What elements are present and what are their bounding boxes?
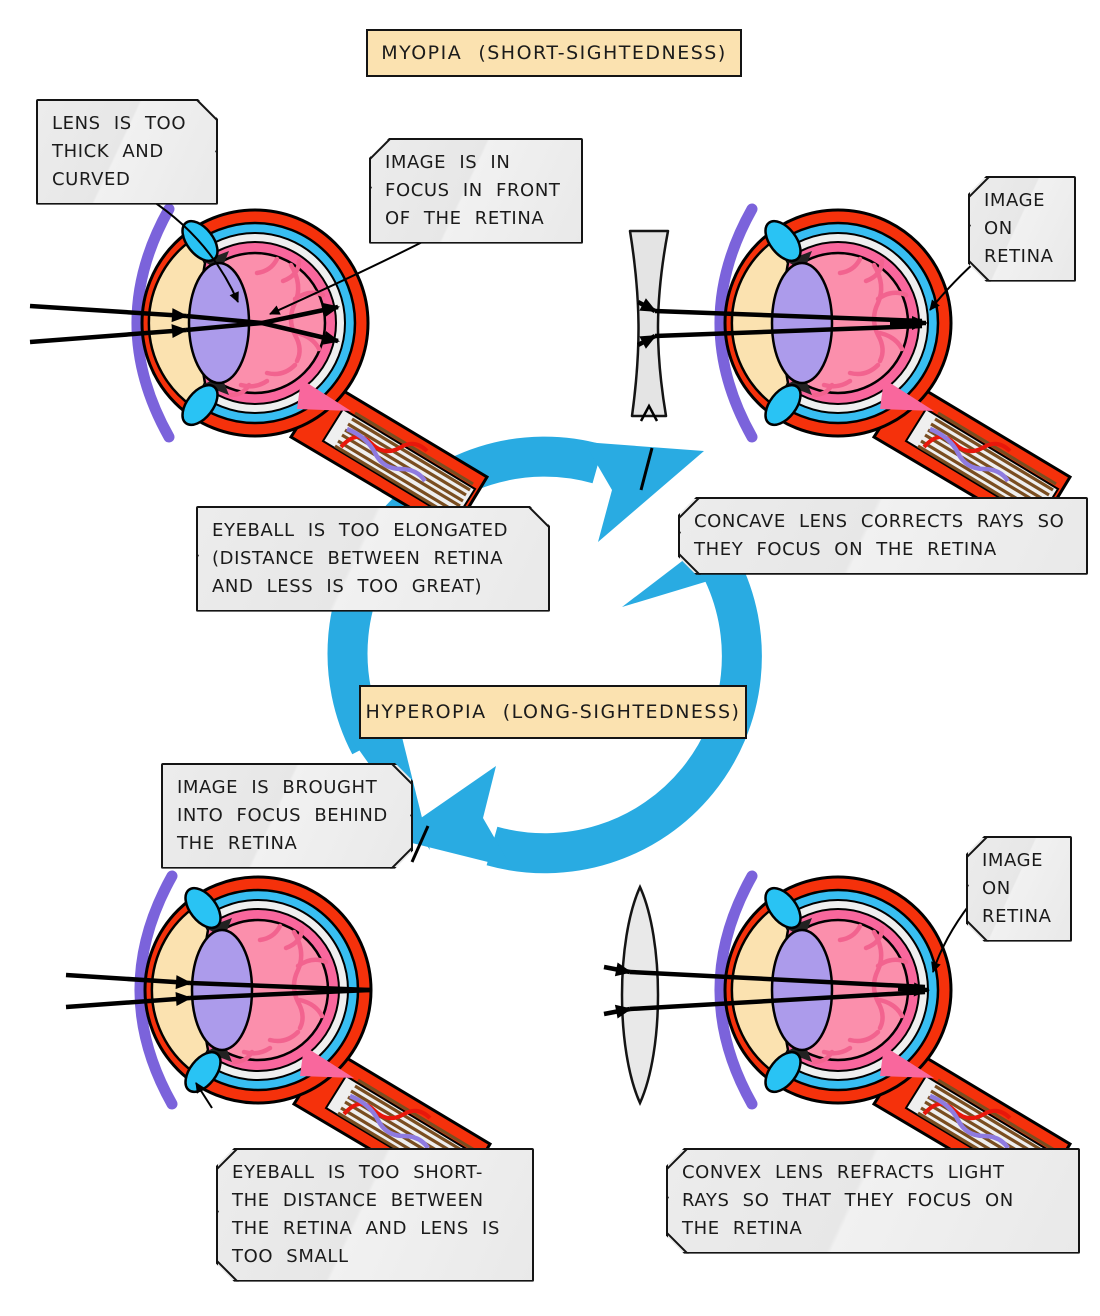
label-text: IMAGE ON RETINA — [984, 190, 1054, 267]
label-convex-lens: CONVEX LENS REFRACTS LIGHT RAYS SO THAT … — [666, 1148, 1080, 1254]
label-concave-lens: CONCAVE LENS CORRECTS RAYS SO THEY FOCUS… — [678, 497, 1088, 575]
label-eyeball-short: EYEBALL IS TOO SHORT- THE DISTANCE BETWE… — [216, 1148, 534, 1282]
label-image-on-retina-top: IMAGE ON RETINA — [968, 176, 1076, 282]
light-rays-myopia-corrected — [636, 298, 928, 349]
label-lens-too-thick: LENS IS TOO THICK AND CURVED — [36, 99, 218, 205]
light-rays-myopia — [29, 303, 340, 345]
label-text: LENS IS TOO THICK AND CURVED — [52, 113, 187, 190]
annotation-arrow-hyperopia — [195, 1082, 213, 1109]
annotation-arrow-image-on-retina-bottom — [931, 903, 971, 973]
eye-diagram-myopia — [137, 209, 487, 533]
label-text: CONCAVE LENS CORRECTS RAYS SO THEY FOCUS… — [694, 511, 1065, 560]
hyperopia-title: HYPEROPIA (LONG-SIGHTEDNESS) — [359, 685, 747, 739]
light-rays-hyperopia-corrected — [603, 962, 930, 1019]
label-text: EYEBALL IS TOO ELONGATED (DISTANCE BETWE… — [212, 520, 509, 597]
label-text: CONVEX LENS REFRACTS LIGHT RAYS SO THAT … — [682, 1162, 1014, 1239]
label-image-in-front: IMAGE IS IN FOCUS IN FRONT OF THE RETINA — [369, 138, 583, 244]
label-text: IMAGE ON RETINA — [982, 850, 1052, 927]
label-text: IMAGE IS BROUGHT INTO FOCUS BEHIND THE R… — [177, 777, 388, 854]
myopia-title-text: MYOPIA (SHORT-SIGHTEDNESS) — [381, 42, 727, 64]
label-image-behind: IMAGE IS BROUGHT INTO FOCUS BEHIND THE R… — [161, 763, 413, 869]
label-text: IMAGE IS IN FOCUS IN FRONT OF THE RETINA — [385, 152, 561, 229]
concave-lens-shape — [628, 229, 670, 422]
hyperopia-title-text: HYPEROPIA (LONG-SIGHTEDNESS) — [365, 701, 741, 723]
label-eyeball-elongated: EYEBALL IS TOO ELONGATED (DISTANCE BETWE… — [196, 506, 550, 612]
light-rays-hyperopia — [65, 972, 371, 1010]
label-image-on-retina-bottom: IMAGE ON RETINA — [966, 836, 1072, 942]
label-text: EYEBALL IS TOO SHORT- THE DISTANCE BETWE… — [232, 1162, 500, 1267]
myopia-title: MYOPIA (SHORT-SIGHTEDNESS) — [366, 29, 742, 77]
convex-lens-shape — [620, 883, 660, 1107]
